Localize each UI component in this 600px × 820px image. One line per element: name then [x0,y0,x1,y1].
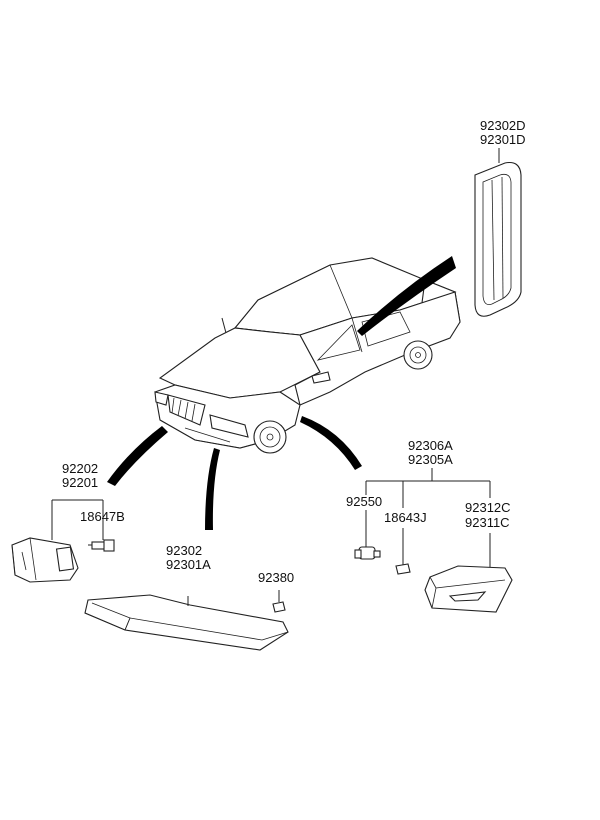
part-labels: 92302D 92301D 92202 92201 18647B 92302 9… [62,118,526,585]
front-marker-lamp-part [84,594,289,651]
label-fog-lamp-1: 92202 [62,461,98,476]
pointer-wedges [107,256,456,530]
label-side-lamp-lens-2: 92311C [465,515,510,530]
car-illustration [154,257,461,454]
assembly-leader-lines [365,468,491,568]
label-screw: 92380 [258,570,294,585]
label-fog-lamp-2: 92201 [62,475,98,490]
socket-part [354,546,381,560]
side-lamp-lens-part [424,565,513,613]
fog-bulb-part [88,528,115,552]
fog-lamp-part [11,499,104,583]
label-side-lamp-lens-1: 92312C [465,500,511,515]
side-repeater-part [474,148,522,317]
label-fog-bulb: 18647B [80,509,125,524]
label-assembly-2: 92305A [408,452,453,467]
label-side-repeater-1: 92302D [480,118,526,133]
label-side-repeater-2: 92301D [480,132,526,147]
label-socket: 92550 [346,494,382,509]
screw-part [272,590,286,613]
label-assembly-1: 92306A [408,438,453,453]
wedge-bulb-part [395,563,411,575]
label-front-marker-1: 92302 [166,543,202,558]
label-wedge-bulb: 18643J [384,510,427,525]
label-front-marker-2: 92301A [166,557,211,572]
